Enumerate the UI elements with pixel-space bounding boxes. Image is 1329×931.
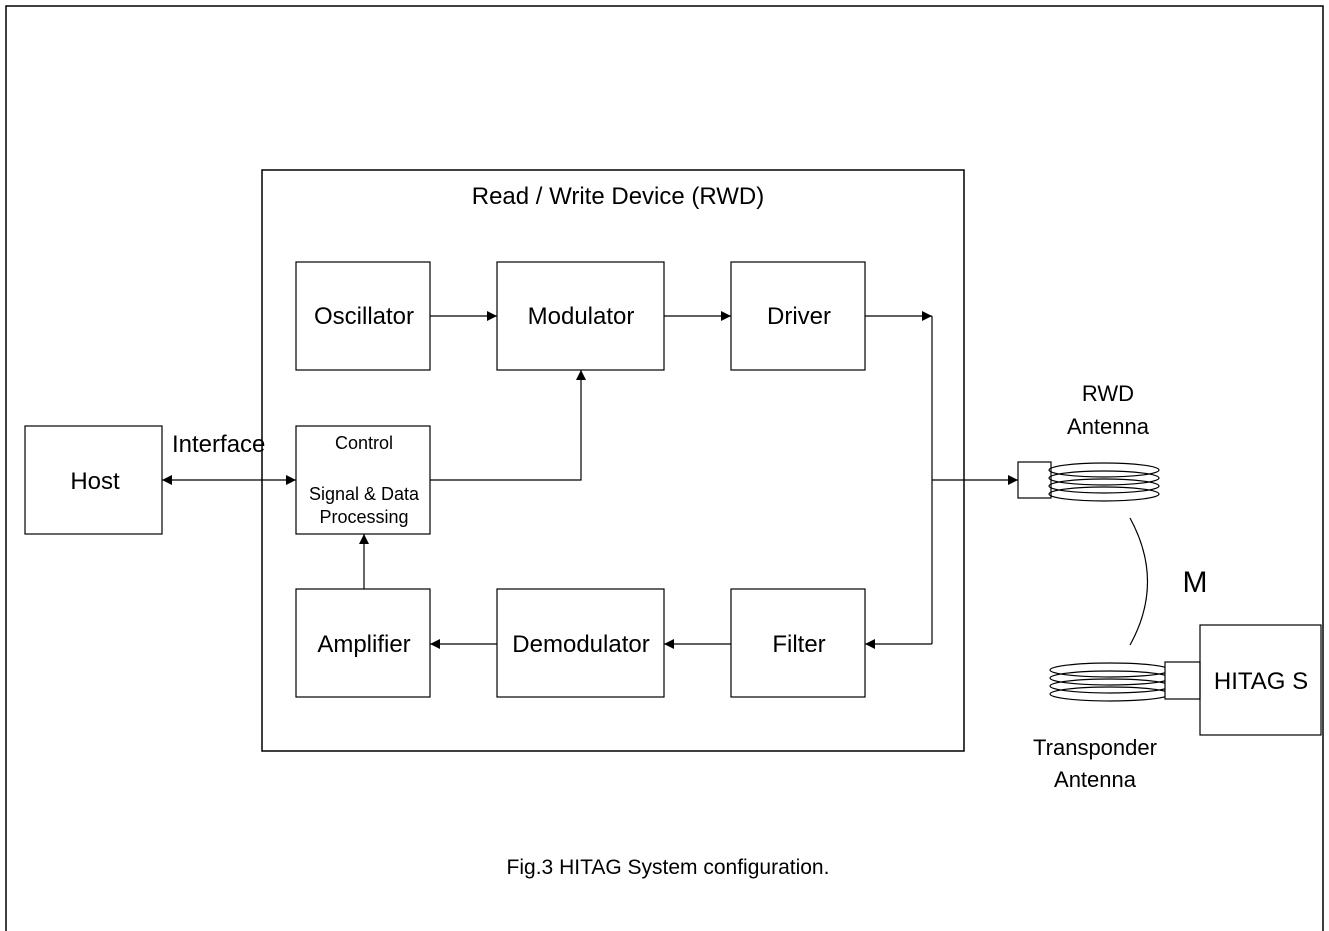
transponder-antenna-label-line2: Antenna bbox=[1054, 767, 1137, 792]
transponder-connector bbox=[1164, 661, 1201, 700]
control-label-line2: Signal & Data bbox=[309, 484, 420, 504]
transponder-antenna-label-line1: Transponder bbox=[1033, 735, 1157, 760]
figure-caption: Fig.3 HITAG System configuration. bbox=[507, 856, 830, 879]
rwd-antenna-label-line1: RWD bbox=[1082, 381, 1134, 406]
modulator-label: Modulator bbox=[528, 303, 635, 330]
control-label-line1: Control bbox=[335, 433, 393, 453]
rwd-antenna-connector bbox=[1017, 461, 1052, 499]
host-label: Host bbox=[70, 468, 120, 495]
filter-label: Filter bbox=[772, 631, 825, 658]
interface-label: Interface bbox=[172, 431, 265, 458]
amplifier-label: Amplifier bbox=[317, 631, 410, 658]
coupling-arc bbox=[1129, 517, 1149, 646]
control-label-line3: Processing bbox=[319, 507, 408, 527]
rwd-container bbox=[261, 169, 965, 752]
demodulator-label: Demodulator bbox=[512, 631, 649, 658]
hitag-chip-label: HITAG S bbox=[1214, 668, 1308, 695]
rwd-title: Read / Write Device (RWD) bbox=[472, 183, 765, 210]
oscillator-label: Oscillator bbox=[314, 303, 414, 330]
rwd-antenna-label-line2: Antenna bbox=[1067, 414, 1150, 439]
figure-frame bbox=[5, 5, 1324, 931]
coupling-label: M bbox=[1183, 566, 1208, 599]
rwd-antenna-coil-icon bbox=[1048, 462, 1160, 502]
transponder-antenna-coil-icon bbox=[1049, 662, 1171, 702]
control-to-modulator-arrow bbox=[430, 370, 586, 481]
driver-label: Driver bbox=[767, 303, 831, 330]
hitag-chip-block bbox=[1199, 624, 1322, 736]
